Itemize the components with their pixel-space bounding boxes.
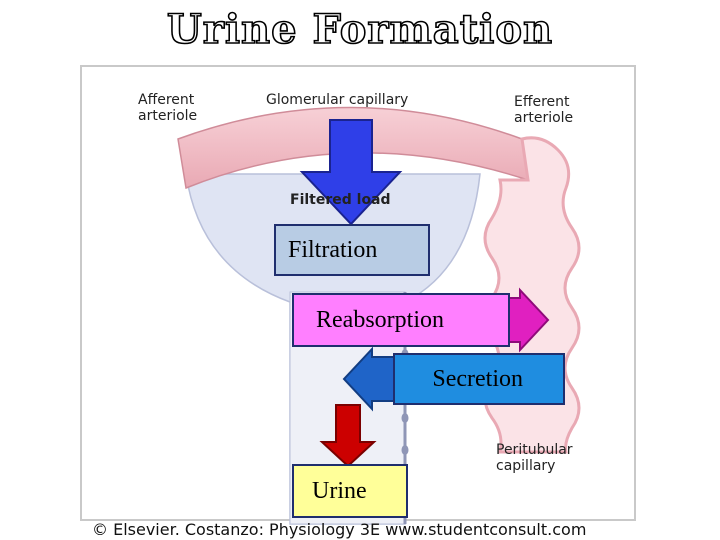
urine-box: Urine xyxy=(292,464,408,518)
nephron-figure: Afferent arteriole Glomerular capillary … xyxy=(80,64,638,540)
filtration-label: Filtration xyxy=(288,236,378,263)
urine-label: Urine xyxy=(312,477,367,504)
peritubular-capillary-label: Peritubular capillary xyxy=(496,442,573,474)
secretion-label: Secretion xyxy=(432,365,523,392)
tubule-cell xyxy=(401,445,409,455)
glomerular-capillary-label: Glomerular capillary xyxy=(266,92,409,108)
reabsorption-box: Reabsorption xyxy=(292,293,510,347)
copyright-footer: © Elsevier. Costanzo: Physiology 3E www.… xyxy=(92,520,587,539)
urine-arrow xyxy=(319,404,377,468)
slide-title: Urine Formation xyxy=(166,5,554,54)
filtration-arrow xyxy=(299,119,403,226)
afferent-arteriole-label: Afferent arteriole xyxy=(138,92,198,124)
tubule-cell xyxy=(401,413,409,423)
efferent-arteriole-label: Efferent arteriole xyxy=(514,94,574,126)
reabsorption-label: Reabsorption xyxy=(316,306,444,333)
secretion-box: Secretion xyxy=(393,353,565,405)
filtration-box: Filtration xyxy=(274,224,430,276)
filtered-load-label: Filtered load xyxy=(290,192,391,208)
